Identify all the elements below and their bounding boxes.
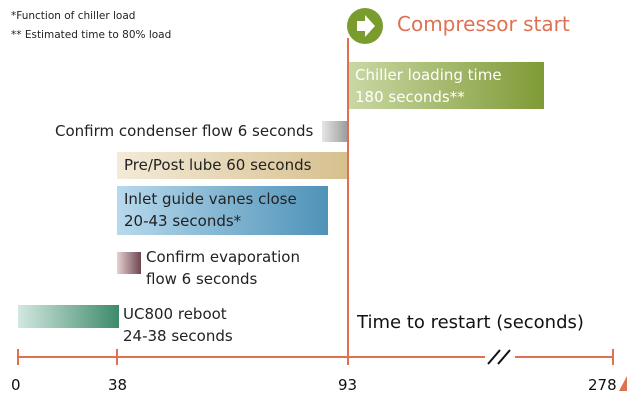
inlet-guide-vanes-bar xyxy=(117,186,328,235)
compressor-start-line xyxy=(347,38,349,358)
confirm-condenser-bar xyxy=(322,121,348,142)
confirm-condenser-label: Confirm condenser flow 6 seconds xyxy=(55,122,314,140)
uc800-reboot-label-line1: UC800 reboot xyxy=(123,305,227,323)
pre-post-lube-bar xyxy=(117,152,348,179)
axis-title: Time to restart (seconds) xyxy=(357,312,584,333)
compressor-start-label: Compressor start xyxy=(397,12,570,36)
tick-label-0: 0 xyxy=(11,376,21,394)
chiller-loading-label-line2: 180 seconds** xyxy=(355,88,465,106)
footnote-estimated-time: ** Estimated time to 80% load xyxy=(11,29,172,41)
pre-post-lube-label: Pre/Post lube 60 seconds xyxy=(124,156,312,174)
axis-break-mark xyxy=(487,349,501,365)
confirm-evaporation-bar xyxy=(117,252,141,274)
inlet-guide-vanes-label-line2: 20-43 seconds* xyxy=(124,212,242,230)
arrow-right-circle-icon xyxy=(347,8,383,44)
axis-break-mark xyxy=(497,349,511,365)
chiller-loading-bar xyxy=(349,62,544,109)
confirm-evaporation-label-line1: Confirm evaporation xyxy=(146,248,300,266)
tick-label-93: 93 xyxy=(338,376,358,394)
chiller-loading-label-line1: Chiller loading time xyxy=(355,66,502,84)
uc800-reboot-label-line2: 24-38 seconds xyxy=(123,327,233,345)
uc800-reboot-bar xyxy=(18,305,119,328)
tick-label-38: 38 xyxy=(108,376,128,394)
time-axis xyxy=(17,349,627,391)
corner-arrow-icon xyxy=(619,376,627,391)
confirm-evaporation-label-line2: flow 6 seconds xyxy=(146,270,258,288)
footnote-chiller-load: *Function of chiller load xyxy=(11,10,136,22)
tick-label-278: 278 xyxy=(588,376,617,394)
inlet-guide-vanes-label-line1: Inlet guide vanes close xyxy=(124,190,297,208)
